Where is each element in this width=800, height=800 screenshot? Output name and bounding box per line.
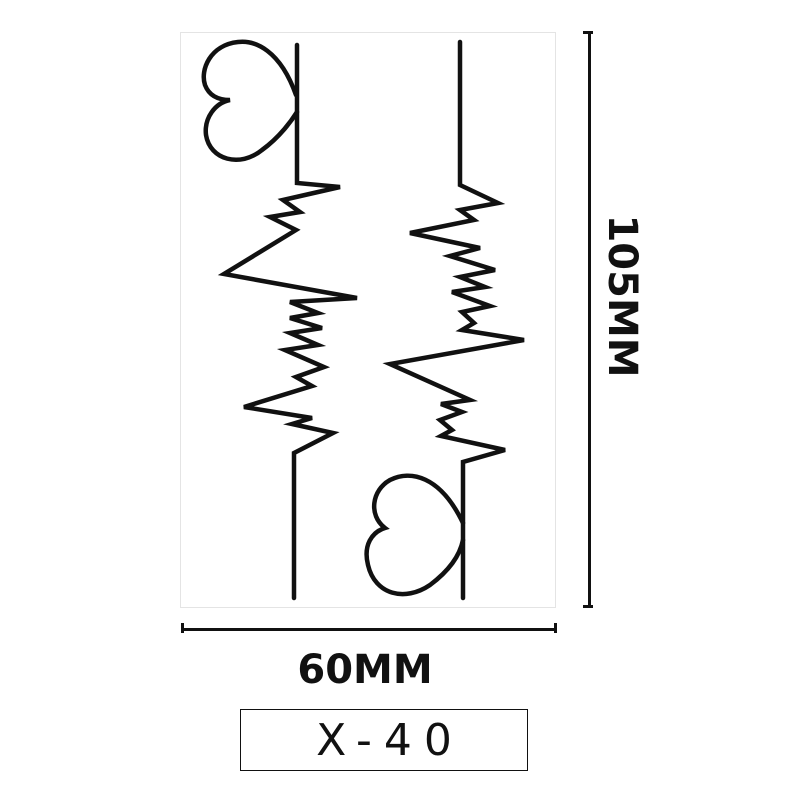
height-label: 105MM: [599, 214, 645, 378]
tattoo-sheet: [180, 32, 556, 608]
width-dimension-line: [181, 623, 557, 634]
heartbeat-line-icon: [217, 42, 358, 601]
product-code-box: X-40: [240, 709, 528, 771]
height-dimension-line: [583, 31, 593, 608]
heartbeat-line-icon: [382, 39, 525, 601]
heart-icon: [201, 39, 300, 162]
product-code: X-40: [316, 714, 464, 766]
width-label: 60MM: [297, 647, 433, 693]
heart-icon: [364, 473, 466, 597]
